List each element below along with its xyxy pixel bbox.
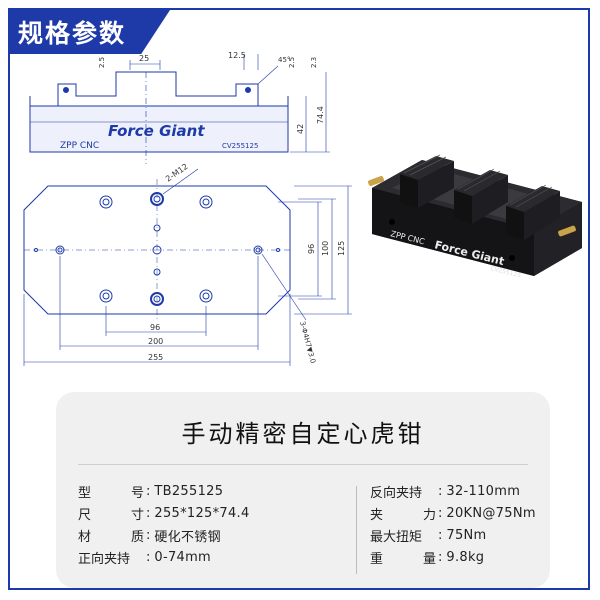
spec-label-part: 型 xyxy=(78,485,92,501)
spec-label: 最大扭矩 xyxy=(370,526,436,545)
spec-value: 0-74mm xyxy=(154,549,212,565)
spec-colon: : xyxy=(438,505,443,521)
header-title: 规格参数 xyxy=(18,19,127,48)
spec-row: 反向夹持:32-110mm xyxy=(370,480,536,502)
spec-label: 型号 xyxy=(78,482,144,501)
spec-value: 255*125*74.4 xyxy=(154,505,250,521)
spec-row: 型号:TB255125 xyxy=(78,480,250,502)
spec-value: 32-110mm xyxy=(446,483,521,499)
dim-inner-height: 96 xyxy=(307,244,316,254)
spec-row: 夹力:20KN@75Nm xyxy=(370,502,536,524)
dim-inner-width: 96 xyxy=(150,323,160,332)
spec-colon: : xyxy=(146,549,151,565)
header-tab: 规格参数 xyxy=(10,10,170,54)
spec-label-part: 质 xyxy=(130,529,144,545)
dim-top-right-step2: 2.3 xyxy=(310,57,318,68)
spec-colon: : xyxy=(438,549,443,565)
technical-drawing: 25 2.5 12.5 45° 2.5 2.3 42 74.4 Force Gi… xyxy=(23,51,352,366)
dim-overall-height: 125 xyxy=(337,241,346,256)
spec-label-part: 尺 xyxy=(78,507,92,523)
spec-label-part: 号 xyxy=(130,485,144,501)
spec-colon: : xyxy=(438,527,443,543)
dim-body-height: 42 xyxy=(296,124,305,134)
spec-label: 反向夹持 xyxy=(370,482,436,501)
spec-colon: : xyxy=(146,527,151,543)
front-view-body xyxy=(29,105,289,153)
front-brand-text: Force Giant xyxy=(108,122,205,140)
spec-label-part: 力 xyxy=(422,507,436,523)
spec-value: 75Nm xyxy=(446,527,487,543)
dim-top-right-angle: 45° xyxy=(278,56,290,64)
spec-row: 最大扭矩:75Nm xyxy=(370,524,536,546)
spec-row: 材质:硬化不锈钢 xyxy=(78,524,250,546)
spec-value: 20KN@75Nm xyxy=(446,505,536,521)
dim-top-width: 25 xyxy=(139,54,149,63)
jaw-left xyxy=(400,156,454,208)
spec-row: 尺寸:255*125*74.4 xyxy=(78,502,250,524)
spec-colon: : xyxy=(438,483,443,499)
front-model-text: CV255125 xyxy=(222,142,258,150)
spec-label-part: 量 xyxy=(422,551,436,567)
spec-label-part: 反向夹持 xyxy=(370,485,423,501)
spec-label: 重量 xyxy=(370,548,436,567)
spec-row: 重量:9.8kg xyxy=(370,546,536,568)
front-maker-text: ZPP CNC xyxy=(60,141,99,151)
spec-colon: : xyxy=(146,505,151,521)
dim-mid-width: 200 xyxy=(148,337,163,346)
dim-total-height: 74.4 xyxy=(316,106,325,124)
product-photo: ZPP CNC Force Giant CV255125 xyxy=(368,154,582,280)
dim-overall-width: 255 xyxy=(148,353,163,362)
thread-callout: 2-M12 xyxy=(164,162,190,184)
spec-label-part: 材 xyxy=(78,529,92,545)
spec-value: 9.8kg xyxy=(446,549,485,565)
hole-callout: 3-Φ4H7▼3.0 xyxy=(298,320,317,364)
card-rule xyxy=(78,464,528,465)
spec-value: TB255125 xyxy=(154,483,224,499)
dim-mid-height: 100 xyxy=(321,241,330,256)
card-divider xyxy=(356,486,357,574)
product-title: 手动精密自定心虎钳 xyxy=(181,420,425,448)
dim-top-right-width: 12.5 xyxy=(228,51,246,60)
spec-label: 尺寸 xyxy=(78,504,144,523)
spec-label-part: 夹 xyxy=(370,507,384,523)
spec-value: 硬化不锈钢 xyxy=(154,529,221,545)
spec-label: 正向夹持 xyxy=(78,548,144,567)
jaw-right xyxy=(506,186,560,240)
jaw-middle xyxy=(454,170,508,224)
spec-label: 夹力 xyxy=(370,504,436,523)
spec-label: 材质 xyxy=(78,526,144,545)
spec-label-part: 最大扭矩 xyxy=(370,529,423,545)
dim-top-right-step1: 2.5 xyxy=(288,57,296,68)
dim-top-left-step: 2.5 xyxy=(98,57,106,68)
spec-label-part: 正向夹持 xyxy=(78,551,131,567)
spec-label-part: 寸 xyxy=(130,507,144,523)
spec-label-part: 重 xyxy=(370,551,384,567)
top-view-outline xyxy=(23,185,291,315)
spec-row: 正向夹持:0-74mm xyxy=(78,546,250,568)
spec-colon: : xyxy=(146,483,151,499)
